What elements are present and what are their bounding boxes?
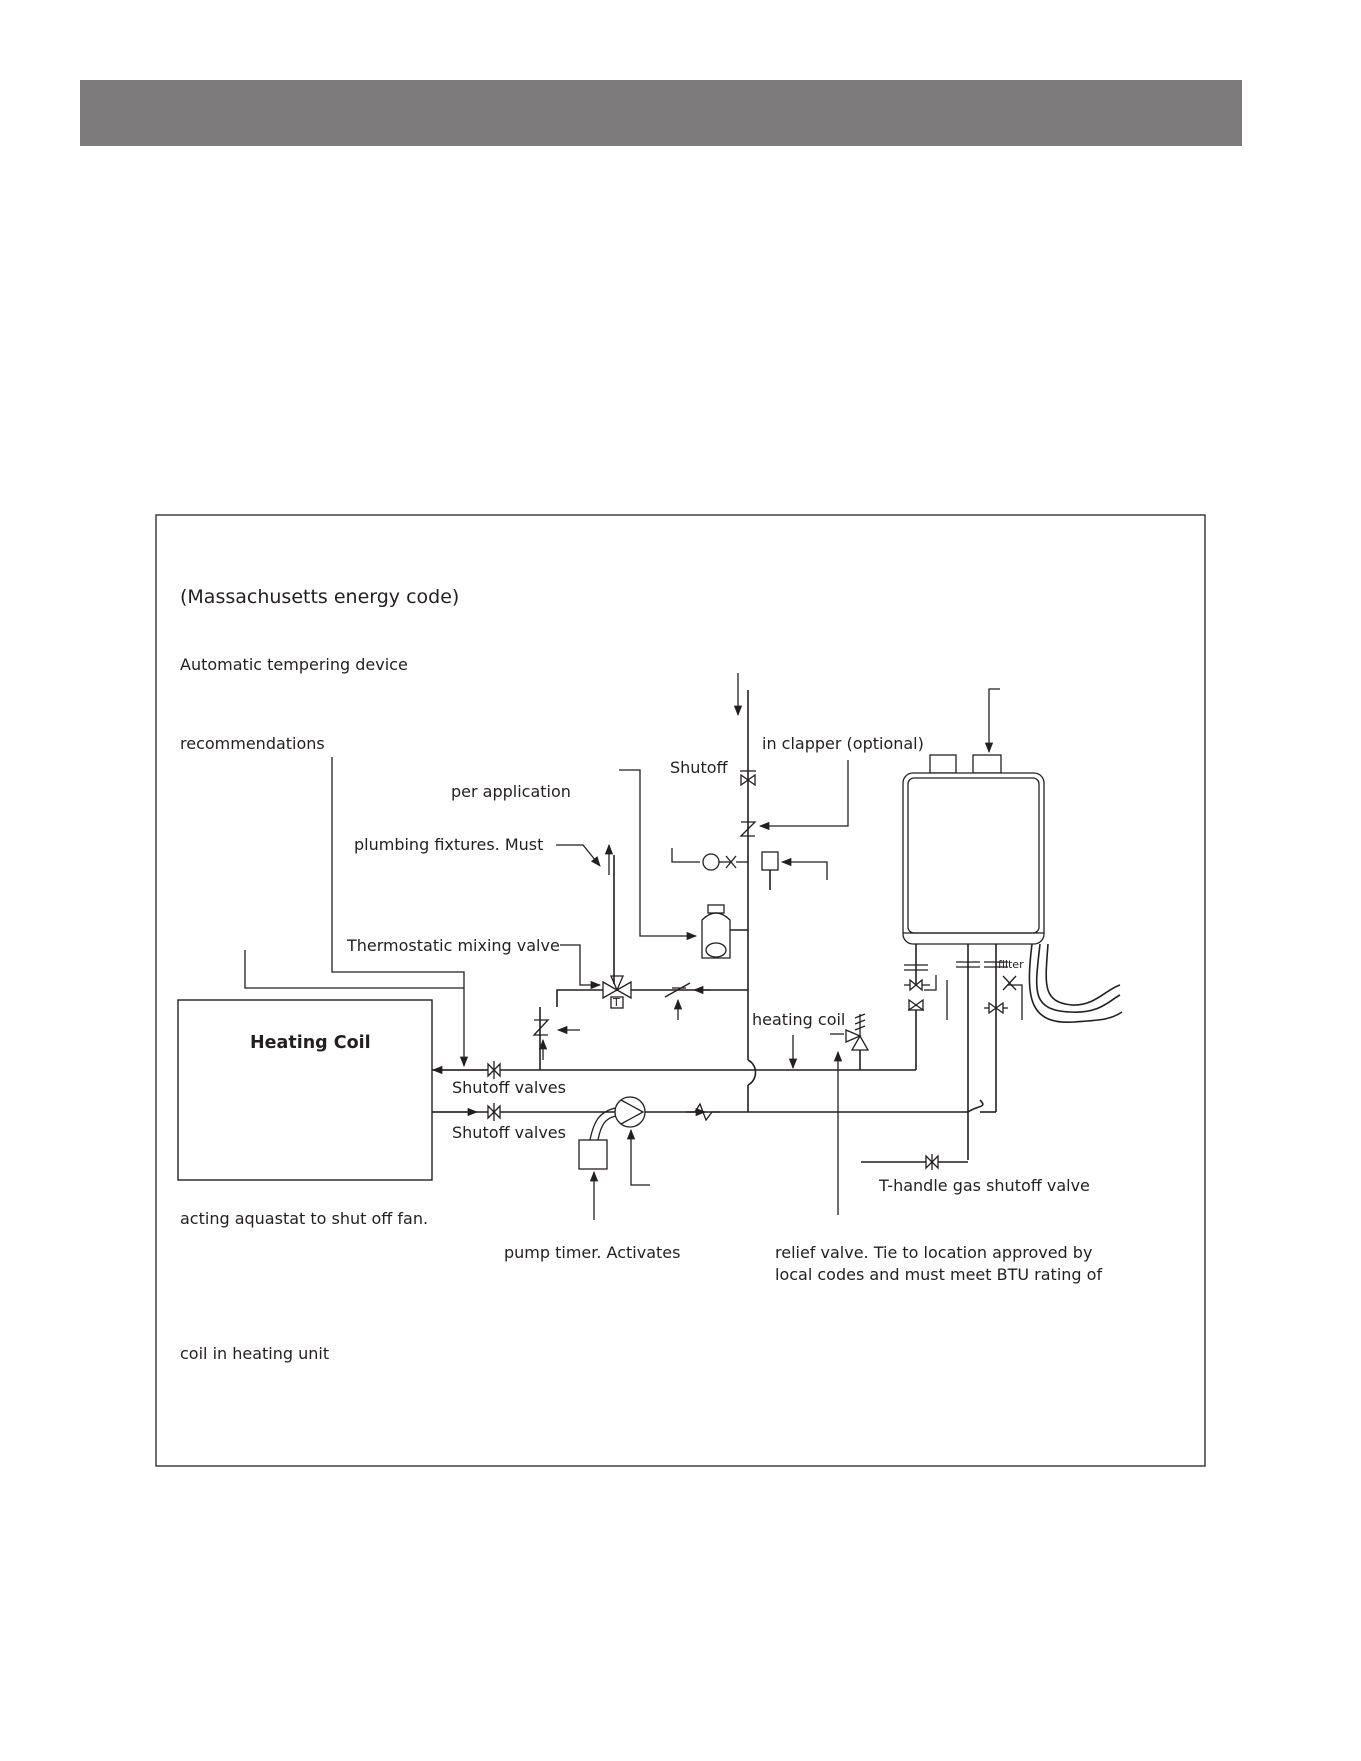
label-recommendations: recommendations: [180, 734, 325, 753]
pump-timer-box: [578, 1139, 608, 1170]
heater-cold-valve: [984, 1001, 1008, 1015]
label-pump-timer: pump timer. Activates: [504, 1243, 680, 1262]
diagram-frame: [155, 514, 1206, 1467]
thermostatic-mixing-valve: T: [602, 975, 632, 1009]
label-t-handle: T-handle gas shutoff valve: [878, 1176, 1090, 1195]
header-bar: [80, 80, 1242, 146]
recirc-check-valve: [664, 982, 691, 998]
label-auto-tempering: Automatic tempering device: [180, 655, 408, 674]
label-acting-aquastat: acting aquastat to shut off fan.: [180, 1209, 428, 1228]
label-plumbing-fixtures: plumbing fixtures. Must: [354, 835, 543, 854]
water-heater-unit: [902, 754, 1045, 945]
return-shutoff-valve-coil: [487, 1103, 501, 1121]
vacuum-relief-box: [761, 851, 779, 871]
heater-hot-valve: [904, 978, 930, 1012]
label-shutoff: Shutoff: [670, 758, 729, 777]
supply-shutoff-valve-coil: [487, 1061, 501, 1079]
label-coil-in-heating-unit: coil in heating unit: [180, 1344, 329, 1363]
mixing-check-valve: [532, 1019, 550, 1036]
label-relief-valve-2: local codes and must meet BTU rating of: [775, 1265, 1102, 1284]
label-filter: filter: [998, 958, 1024, 971]
heating-coil-box: [177, 999, 433, 1181]
label-shutoff-valves-2: Shutoff valves: [452, 1123, 566, 1142]
label-heating-coil-pipe: heating coil: [752, 1010, 845, 1029]
relief-valve: [845, 1013, 870, 1070]
label-thermostatic-mixing-valve: Thermostatic mixing valve: [346, 936, 560, 955]
gas-flex-line: [1035, 943, 1121, 1013]
heating-coil-title: Heating Coil: [250, 1033, 371, 1053]
expansion-tank: [701, 904, 748, 959]
label-per-application: per application: [451, 782, 571, 801]
t-handle-gas-valve: [925, 1154, 939, 1170]
label-in-clapper: in clapper (optional): [762, 734, 924, 753]
gauge: [702, 853, 720, 871]
svg-text:T: T: [612, 996, 620, 1009]
supply-shutoff-valve: [740, 770, 756, 787]
recirculation-pump: [589, 1096, 646, 1141]
label-shutoff-valves-1: Shutoff valves: [452, 1078, 566, 1097]
label-relief-valve-1: relief valve. Tie to location approved b…: [775, 1243, 1092, 1262]
label-mass-energy-code: (Massachusetts energy code): [180, 586, 459, 608]
supply-check-valve: [739, 821, 757, 837]
